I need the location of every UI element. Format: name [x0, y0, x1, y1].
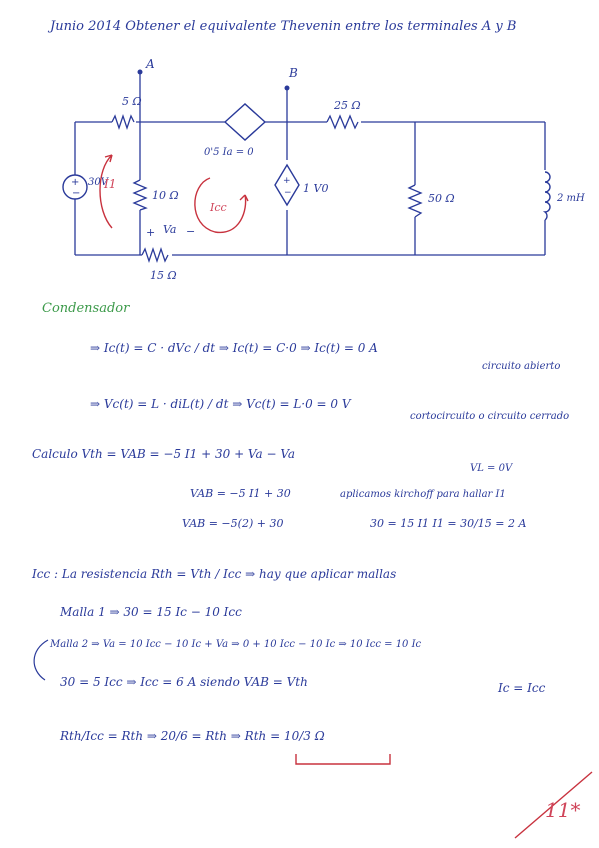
- inductor-label: 2 mH: [557, 193, 585, 204]
- resistor-15-ohm: [141, 246, 169, 264]
- note-line-4: VAB = −5 I1 + 30: [190, 487, 291, 500]
- svg-text:+: +: [71, 177, 79, 188]
- circuit-diagram: + − + −: [62, 69, 555, 264]
- va-plus: +: [146, 226, 156, 239]
- loop-label-i1: I1: [104, 177, 117, 191]
- voltage-source-label: 30V: [88, 177, 108, 188]
- note-line-9: 30 = 5 Icc ⇒ Icc = 6 A siendo VAB = Vth: [60, 675, 308, 689]
- terminal-a-dot: [137, 69, 143, 75]
- dependent-source-diamond: [223, 103, 267, 141]
- heading-condensador: Condensador: [42, 301, 130, 316]
- resistor-label-50: 50 Ω: [428, 192, 455, 205]
- resistor-label-25: 25 Ω: [334, 99, 361, 112]
- resistor-label-15: 15 Ω: [150, 269, 177, 282]
- page-title: Junio 2014 Obtener el equivalente Theven…: [50, 19, 517, 34]
- dependent-current-source: [274, 163, 300, 207]
- note-line-8: Malla 2 ⇒ Va = 10 Icc − 10 Ic + Va ⇒ 0 +…: [50, 639, 422, 650]
- note-line-2: ⇒ Vc(t) = L · diL(t) / dt ⇒ Vc(t) = L·0 …: [90, 397, 351, 411]
- terminal-a-label: A: [146, 57, 155, 71]
- svg-text:−: −: [72, 188, 80, 199]
- note-line-5b: 30 = 15 I1 I1 = 30/15 = 2 A: [370, 517, 527, 530]
- loop-label-icc: Icc: [210, 201, 227, 214]
- note-line-5: VAB = −5(2) + 30: [182, 517, 284, 530]
- loop-arrow-icc: [194, 177, 247, 233]
- note-line-7: Malla 1 ⇒ 30 = 15 Ic − 10 Icc: [60, 605, 242, 619]
- resistor-5-ohm: [111, 113, 135, 131]
- svg-text:+: +: [283, 176, 291, 186]
- resistor-25-ohm: [326, 114, 359, 130]
- note-line-2c: VL = 0V: [470, 463, 513, 474]
- voltage-source-30v: [62, 174, 88, 200]
- note-line-3: Calculo Vth = VAB = −5 I1 + 30 + Va − Va: [32, 447, 296, 461]
- va-label: Va: [163, 223, 177, 236]
- note-line-1b: circuito abierto: [482, 361, 561, 372]
- note-line-2b: cortocircuito o circuito cerrado: [410, 411, 570, 422]
- inductor-coil: [542, 171, 551, 221]
- note-line-9b: Ic = Icc: [498, 681, 546, 695]
- resistor-label-5: 5 Ω: [122, 95, 142, 108]
- resistor-label-10: 10 Ω: [152, 189, 179, 202]
- terminal-b-dot: [284, 85, 290, 91]
- resistor-10-ohm: [132, 179, 148, 211]
- note-line-4b: aplicamos kirchoff para hallar I1: [340, 489, 506, 500]
- grade-mark: 11*: [545, 798, 581, 822]
- terminal-b-label: B: [289, 66, 298, 80]
- note-line-1: ⇒ Ic(t) = C · dVc / dt ⇒ Ic(t) = C·0 ⇒ I…: [90, 341, 378, 355]
- loop-arrow-i1: [99, 154, 113, 229]
- va-minus: −: [186, 225, 196, 238]
- dep-current-label: 1 V0: [303, 182, 329, 195]
- svg-text:−: −: [284, 188, 292, 198]
- note-line-10: Rth/Icc = Rth ⇒ 20/6 = Rth ⇒ Rth = 10/3 …: [60, 729, 325, 743]
- dep-source-label: 0'5 Ia = 0: [204, 147, 254, 158]
- resistor-50-ohm: [407, 184, 423, 218]
- note-line-6: Icc : La resistencia Rth = Vth / Icc ⇒ h…: [32, 567, 397, 581]
